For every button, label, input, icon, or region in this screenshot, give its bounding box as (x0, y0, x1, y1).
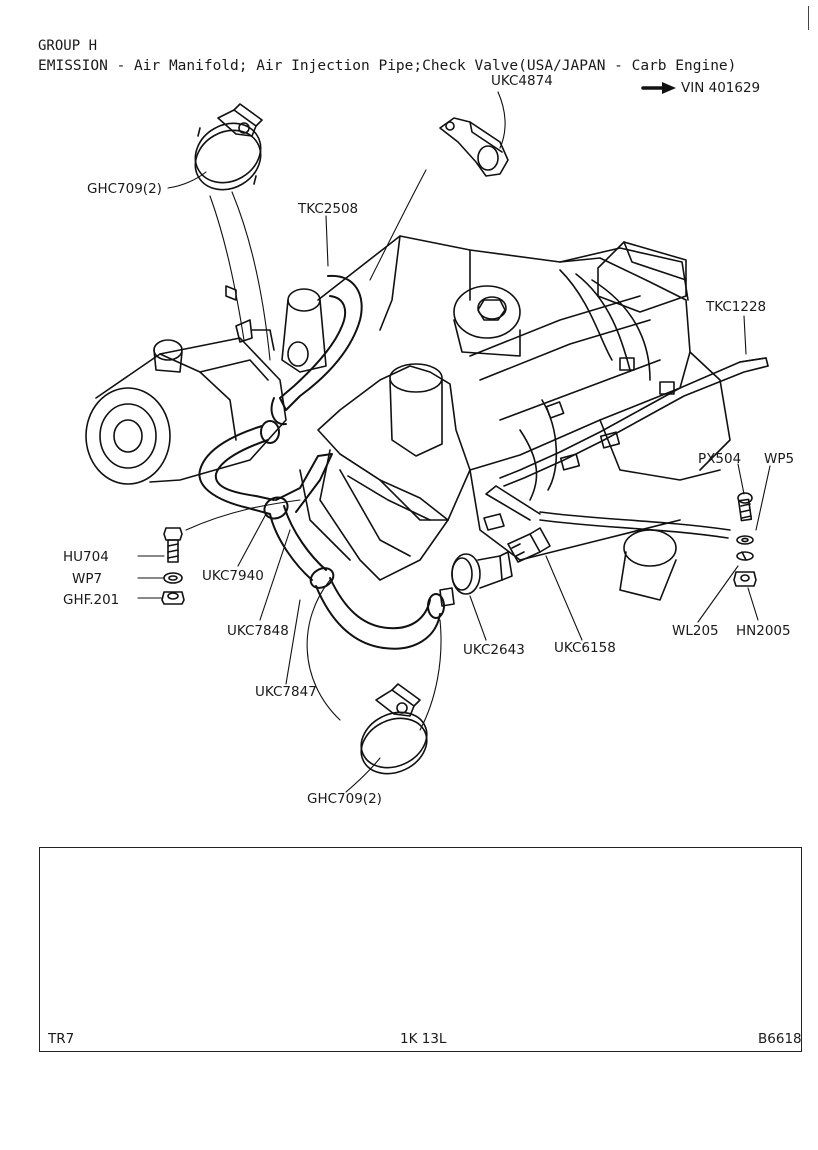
ghc709-bottom-clip-icon (360, 683, 428, 775)
px504-screw-icon (737, 492, 753, 522)
wp7-washer-icon (163, 572, 183, 584)
ukc6158-adaptor-icon (483, 485, 551, 563)
ukc7848-hose-drawing (263, 453, 333, 581)
label-tkc1228: TKC1228 (706, 299, 767, 315)
leader-lines (137, 91, 771, 793)
parts-list-box: TR7 1K 13L B6618 (39, 847, 802, 1052)
vin-note: VIN 401629 (681, 80, 761, 96)
label-px504: PX504 (698, 451, 742, 467)
label-ukc6158: UKC6158 (554, 640, 616, 656)
label-wl205: WL205 (672, 623, 719, 639)
engine-block-drawing (85, 235, 769, 601)
wl205-lockwasher-icon (736, 551, 754, 561)
vin-arrow-icon (641, 82, 676, 94)
label-ukc2643: UKC2643 (463, 642, 525, 658)
label-ukc4874: UKC4874 (491, 73, 553, 89)
ukc2643-check-valve-icon (439, 551, 513, 607)
label-wp5: WP5 (764, 451, 795, 467)
page-edge-mark (808, 6, 809, 30)
label-ghc709-bottom: GHC709(2) (307, 791, 382, 807)
label-ukc7848: UKC7848 (227, 623, 289, 639)
ukc4874-bracket-icon (439, 117, 509, 177)
tkc2508-hose-drawing (270, 274, 363, 426)
label-tkc2508: TKC2508 (298, 201, 359, 217)
label-ghc709-top: GHC709(2) (87, 181, 162, 197)
label-ghf201: GHF.201 (63, 592, 120, 608)
wp5-washer-icon (736, 535, 754, 545)
footer-reference: 1K 13L (400, 1031, 447, 1047)
hu704-bolt-icon (163, 527, 183, 563)
label-ukc7940: UKC7940 (202, 568, 264, 584)
hn2005-nut-icon (733, 571, 757, 587)
ghf201-nut-icon (161, 591, 185, 605)
page-title: EMISSION - Air Manifold; Air Injection P… (38, 58, 737, 74)
ukc7847-hose-drawing (309, 567, 445, 650)
ghc709-top-clip-icon (194, 103, 263, 191)
label-hn2005: HN2005 (736, 623, 791, 639)
label-ukc7847: UKC7847 (255, 684, 317, 700)
footer-model: TR7 (48, 1031, 75, 1047)
label-wp7: WP7 (72, 571, 103, 587)
label-hu704: HU704 (63, 549, 109, 565)
ukc7940-pipe-drawing (198, 420, 280, 515)
footer-plate-number: B6618 (758, 1031, 802, 1047)
group-heading: GROUP H (38, 38, 98, 54)
